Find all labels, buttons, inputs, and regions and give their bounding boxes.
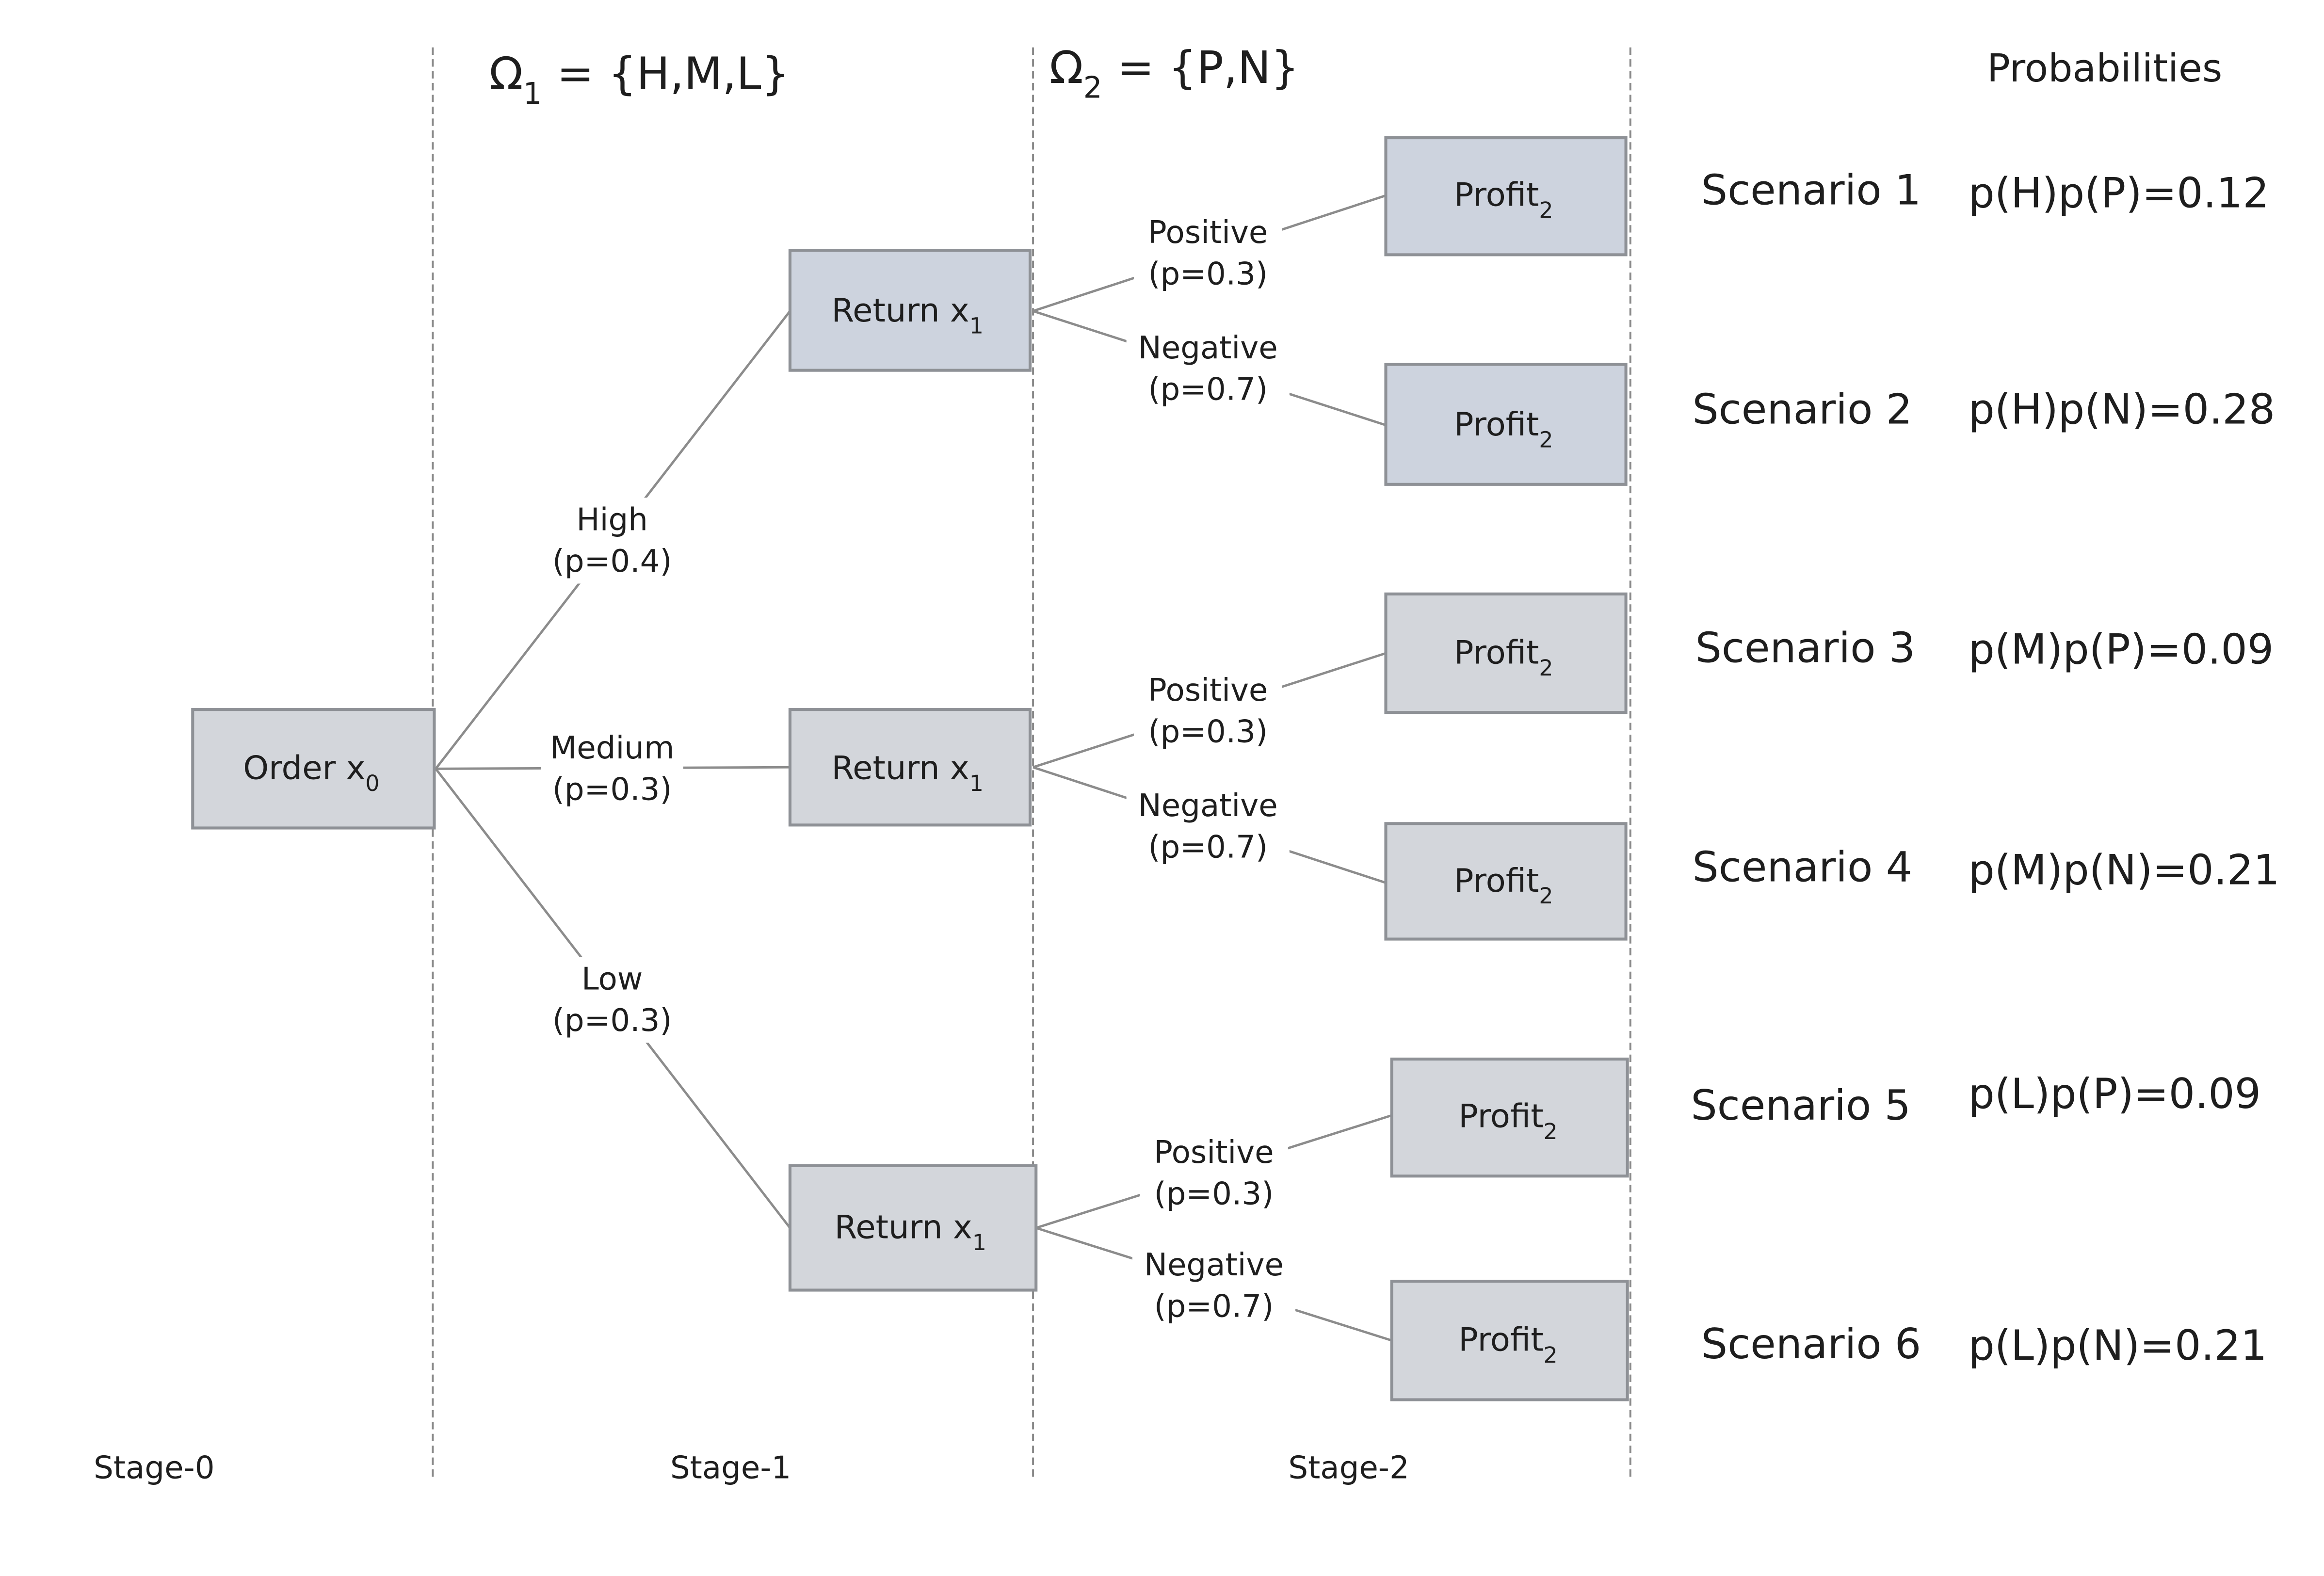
branch-label-low: Low (p=0.3) — [541, 957, 683, 1043]
svg-text:Negative: Negative — [1138, 330, 1278, 366]
scenario-row-1: Scenario 1 p(H)p(P)=0.12 — [1701, 167, 2269, 218]
svg-text:Scenario 2: Scenario 2 — [1692, 386, 1912, 434]
scenario-row-3: Scenario 3 p(M)p(P)=0.09 — [1695, 624, 2274, 674]
svg-text:p(M)p(P)=0.09: p(M)p(P)=0.09 — [1969, 626, 2274, 674]
svg-text:Scenario 4: Scenario 4 — [1692, 843, 1912, 891]
omega2-label: Ω2= {P,N} — [1049, 42, 1299, 105]
scenario-row-5: Scenario 5 p(L)p(P)=0.09 — [1691, 1070, 2261, 1130]
stage-1-label: Stage-1 — [670, 1449, 791, 1486]
svg-text:(p=0.7): (p=0.7) — [1148, 829, 1268, 866]
stage-2-label: Stage-2 — [1288, 1449, 1409, 1486]
profit-node-5: Profit2 — [1390, 1057, 1629, 1178]
branch-labels-group-2: Positive (p=0.3) Negative (p=0.7) — [1126, 668, 1290, 869]
svg-text:Profit2: Profit2 — [1454, 633, 1553, 680]
svg-text:p(M)p(N)=0.21: p(M)p(N)=0.21 — [1969, 847, 2280, 895]
branch-label-medium: Medium (p=0.3) — [541, 725, 683, 812]
svg-text:(p=0.3): (p=0.3) — [552, 1002, 672, 1039]
svg-text:(p=0.3): (p=0.3) — [552, 771, 672, 807]
svg-text:Negative: Negative — [1144, 1247, 1284, 1283]
branch-labels-group-3: Positive (p=0.3) Negative (p=0.7) — [1132, 1130, 1296, 1329]
svg-text:(p=0.7): (p=0.7) — [1148, 371, 1268, 408]
svg-text:Medium: Medium — [550, 730, 675, 766]
profit-node-2: Profit2 — [1384, 363, 1628, 486]
svg-text:Profit2: Profit2 — [1454, 405, 1553, 452]
svg-text:Profit2: Profit2 — [1458, 1097, 1558, 1144]
scenario-row-6: Scenario 6 p(L)p(N)=0.21 — [1701, 1320, 2267, 1370]
svg-text:p(L)p(P)=0.09: p(L)p(P)=0.09 — [1969, 1070, 2261, 1118]
scenario-row-4: Scenario 4 p(M)p(N)=0.21 — [1692, 843, 2279, 894]
profit-node-3: Profit2 — [1384, 592, 1628, 714]
svg-text:p(L)p(N)=0.21: p(L)p(N)=0.21 — [1969, 1322, 2267, 1370]
svg-text:p(H)p(P)=0.12: p(H)p(P)=0.12 — [1969, 170, 2269, 218]
svg-text:Return x1: Return x1 — [831, 749, 983, 796]
return-node-high: Return x1 — [788, 249, 1032, 372]
svg-text:Scenario 5: Scenario 5 — [1691, 1082, 1911, 1130]
omega1-label: Ω1= {H,M,L} — [489, 48, 790, 111]
svg-text:p(H)p(N)=0.28: p(H)p(N)=0.28 — [1969, 386, 2276, 434]
svg-text:Profit2: Profit2 — [1454, 862, 1553, 909]
order-node: Order x0 — [191, 708, 436, 830]
svg-text:(p=0.3): (p=0.3) — [1154, 1175, 1274, 1212]
svg-text:Return x1: Return x1 — [835, 1208, 986, 1255]
svg-text:Order x0: Order x0 — [243, 749, 379, 796]
svg-text:Low: Low — [581, 961, 643, 997]
svg-text:Scenario 3: Scenario 3 — [1695, 624, 1916, 672]
profit-node-6: Profit2 — [1390, 1280, 1629, 1401]
return-node-medium: Return x1 — [788, 708, 1032, 827]
stage-0-label: Stage-0 — [94, 1449, 214, 1486]
svg-text:(p=0.7): (p=0.7) — [1154, 1288, 1274, 1324]
svg-text:Profit2: Profit2 — [1454, 176, 1553, 223]
profit-node-1: Profit2 — [1384, 136, 1628, 257]
svg-text:Scenario 6: Scenario 6 — [1701, 1320, 1921, 1368]
svg-text:(p=0.3): (p=0.3) — [1148, 256, 1268, 292]
svg-text:Positive: Positive — [1148, 672, 1268, 708]
svg-text:Negative: Negative — [1138, 788, 1278, 824]
probabilities-title: Probabilities — [1987, 46, 2222, 91]
return-node-low: Return x1 — [788, 1164, 1038, 1292]
svg-text:Scenario 1: Scenario 1 — [1701, 167, 1921, 215]
svg-text:High: High — [576, 502, 647, 538]
svg-text:Positive: Positive — [1154, 1134, 1274, 1171]
branch-labels-group-1: Positive (p=0.3) Negative (p=0.7) — [1126, 210, 1290, 412]
svg-text:Profit2: Profit2 — [1458, 1321, 1558, 1368]
profit-node-4: Profit2 — [1384, 822, 1628, 941]
branch-label-high: High (p=0.4) — [541, 498, 683, 584]
scenario-row-2: Scenario 2 p(H)p(N)=0.28 — [1692, 386, 2275, 434]
svg-text:(p=0.4): (p=0.4) — [552, 543, 672, 579]
svg-text:(p=0.3): (p=0.3) — [1148, 713, 1268, 750]
svg-text:Return x1: Return x1 — [831, 291, 983, 338]
svg-text:Positive: Positive — [1148, 214, 1268, 251]
